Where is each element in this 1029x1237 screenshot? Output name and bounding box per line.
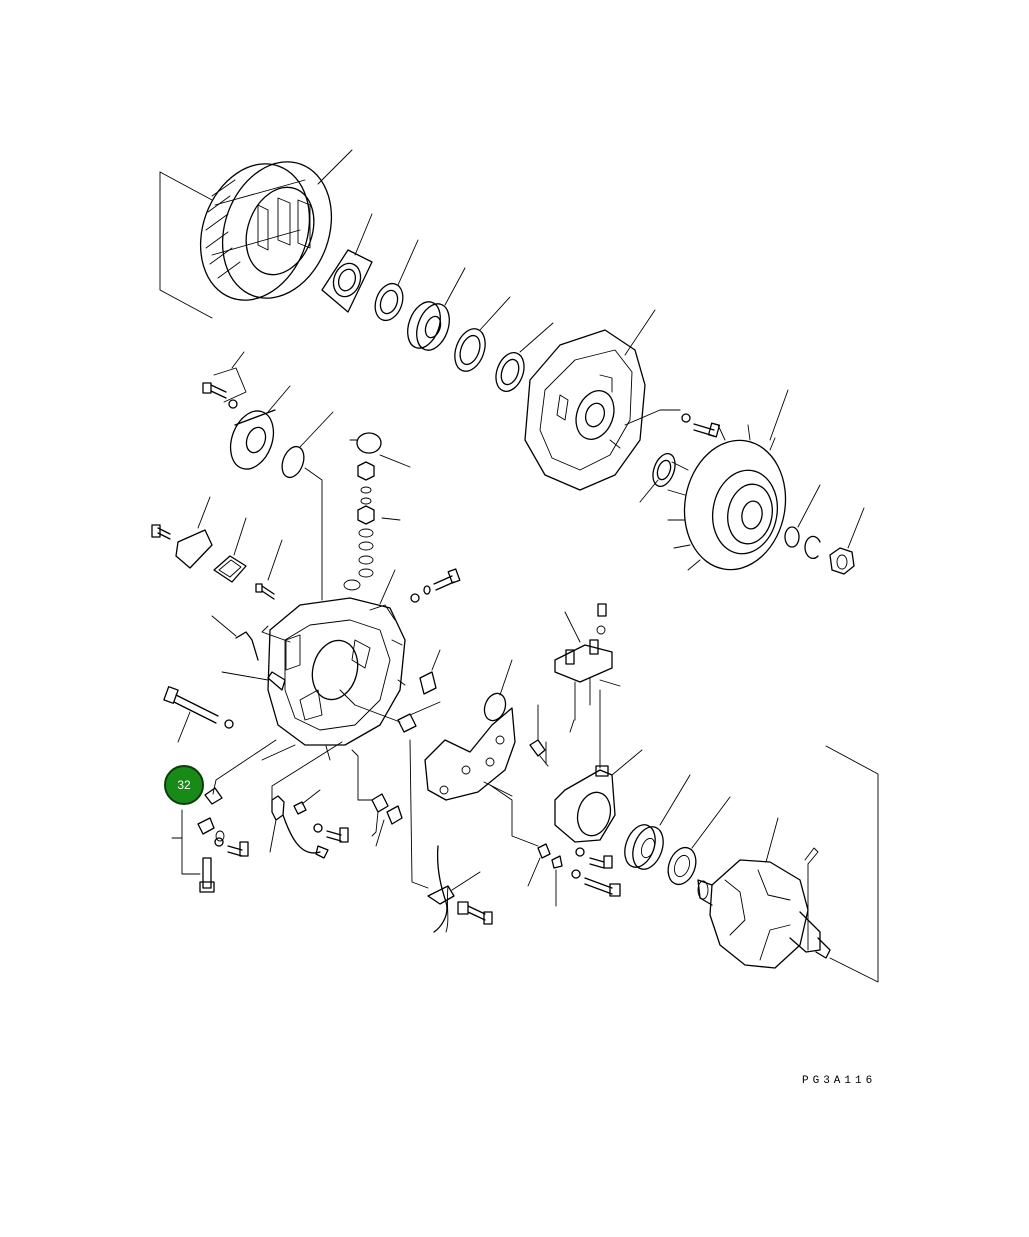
rear-seal-plate [229, 385, 291, 470]
front-bearing [407, 267, 466, 351]
small-screw [255, 539, 283, 600]
rear-bearing [624, 774, 691, 870]
seal-ring [454, 296, 511, 372]
spring-washer [804, 535, 821, 560]
small-bolt-lower-left [214, 837, 249, 857]
stator-assembly [159, 149, 353, 319]
bracket-screws [489, 784, 621, 907]
drawing-code-label: PG3A116 [802, 1075, 877, 1087]
gasket [213, 517, 247, 583]
terminal-stack [343, 432, 411, 591]
clamp-pair [351, 749, 403, 847]
brush-holder [554, 749, 643, 843]
rotor [697, 745, 879, 983]
harness-clip [339, 689, 441, 733]
cover-with-bolt [151, 496, 213, 569]
leader-lines [231, 351, 575, 765]
bearing-cover [667, 796, 731, 886]
spacer-ring [495, 322, 554, 392]
rear-housing [261, 569, 406, 746]
callout-32-button[interactable]: 32 [164, 765, 204, 805]
lock-washer [784, 484, 821, 548]
bushing [419, 649, 441, 695]
o-ring [281, 411, 334, 601]
pulley-nut [829, 507, 865, 575]
through-bolt [163, 686, 234, 743]
bolt-center-lower [313, 823, 349, 843]
pulley-spacer [639, 453, 676, 503]
housing-bolt-upper-right [681, 413, 721, 438]
front-housing [524, 309, 681, 491]
small-bolt-top-left [202, 367, 247, 409]
lead-wire-terminal [269, 741, 343, 859]
washer-upper [374, 239, 419, 322]
ground-bolt-assembly [171, 739, 277, 893]
connector-pin [529, 704, 549, 767]
wire-harness-bracket [409, 739, 493, 933]
bearing-retainer-plate [321, 213, 373, 313]
rectifier-assembly [424, 659, 516, 801]
housing-bolt-rear [410, 568, 461, 603]
regulator-terminal-block [554, 603, 621, 769]
fan-pulley [667, 389, 789, 571]
